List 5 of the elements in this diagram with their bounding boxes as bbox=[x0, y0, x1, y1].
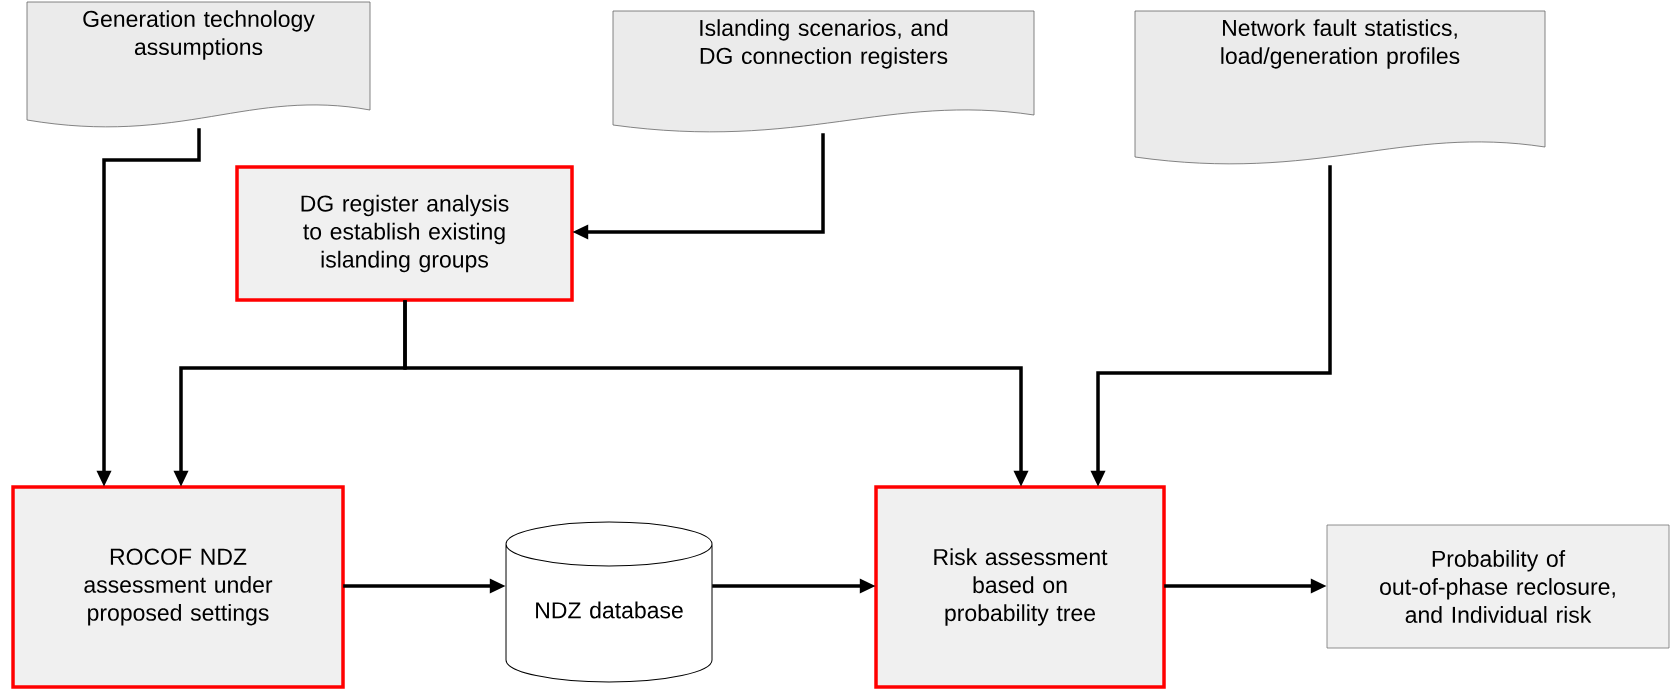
output-box: Probability of out-of-phase reclosure, and Individual risk bbox=[1326, 524, 1670, 649]
process-box: DG register analysis to establish existing islanding groups bbox=[235, 165, 574, 302]
process-box: ROCOF NDZ assessment under proposed settings bbox=[11, 485, 345, 689]
process-box: Risk assessment based on probability tree bbox=[874, 485, 1166, 689]
database-cylinder: NDZ database bbox=[505, 521, 713, 683]
